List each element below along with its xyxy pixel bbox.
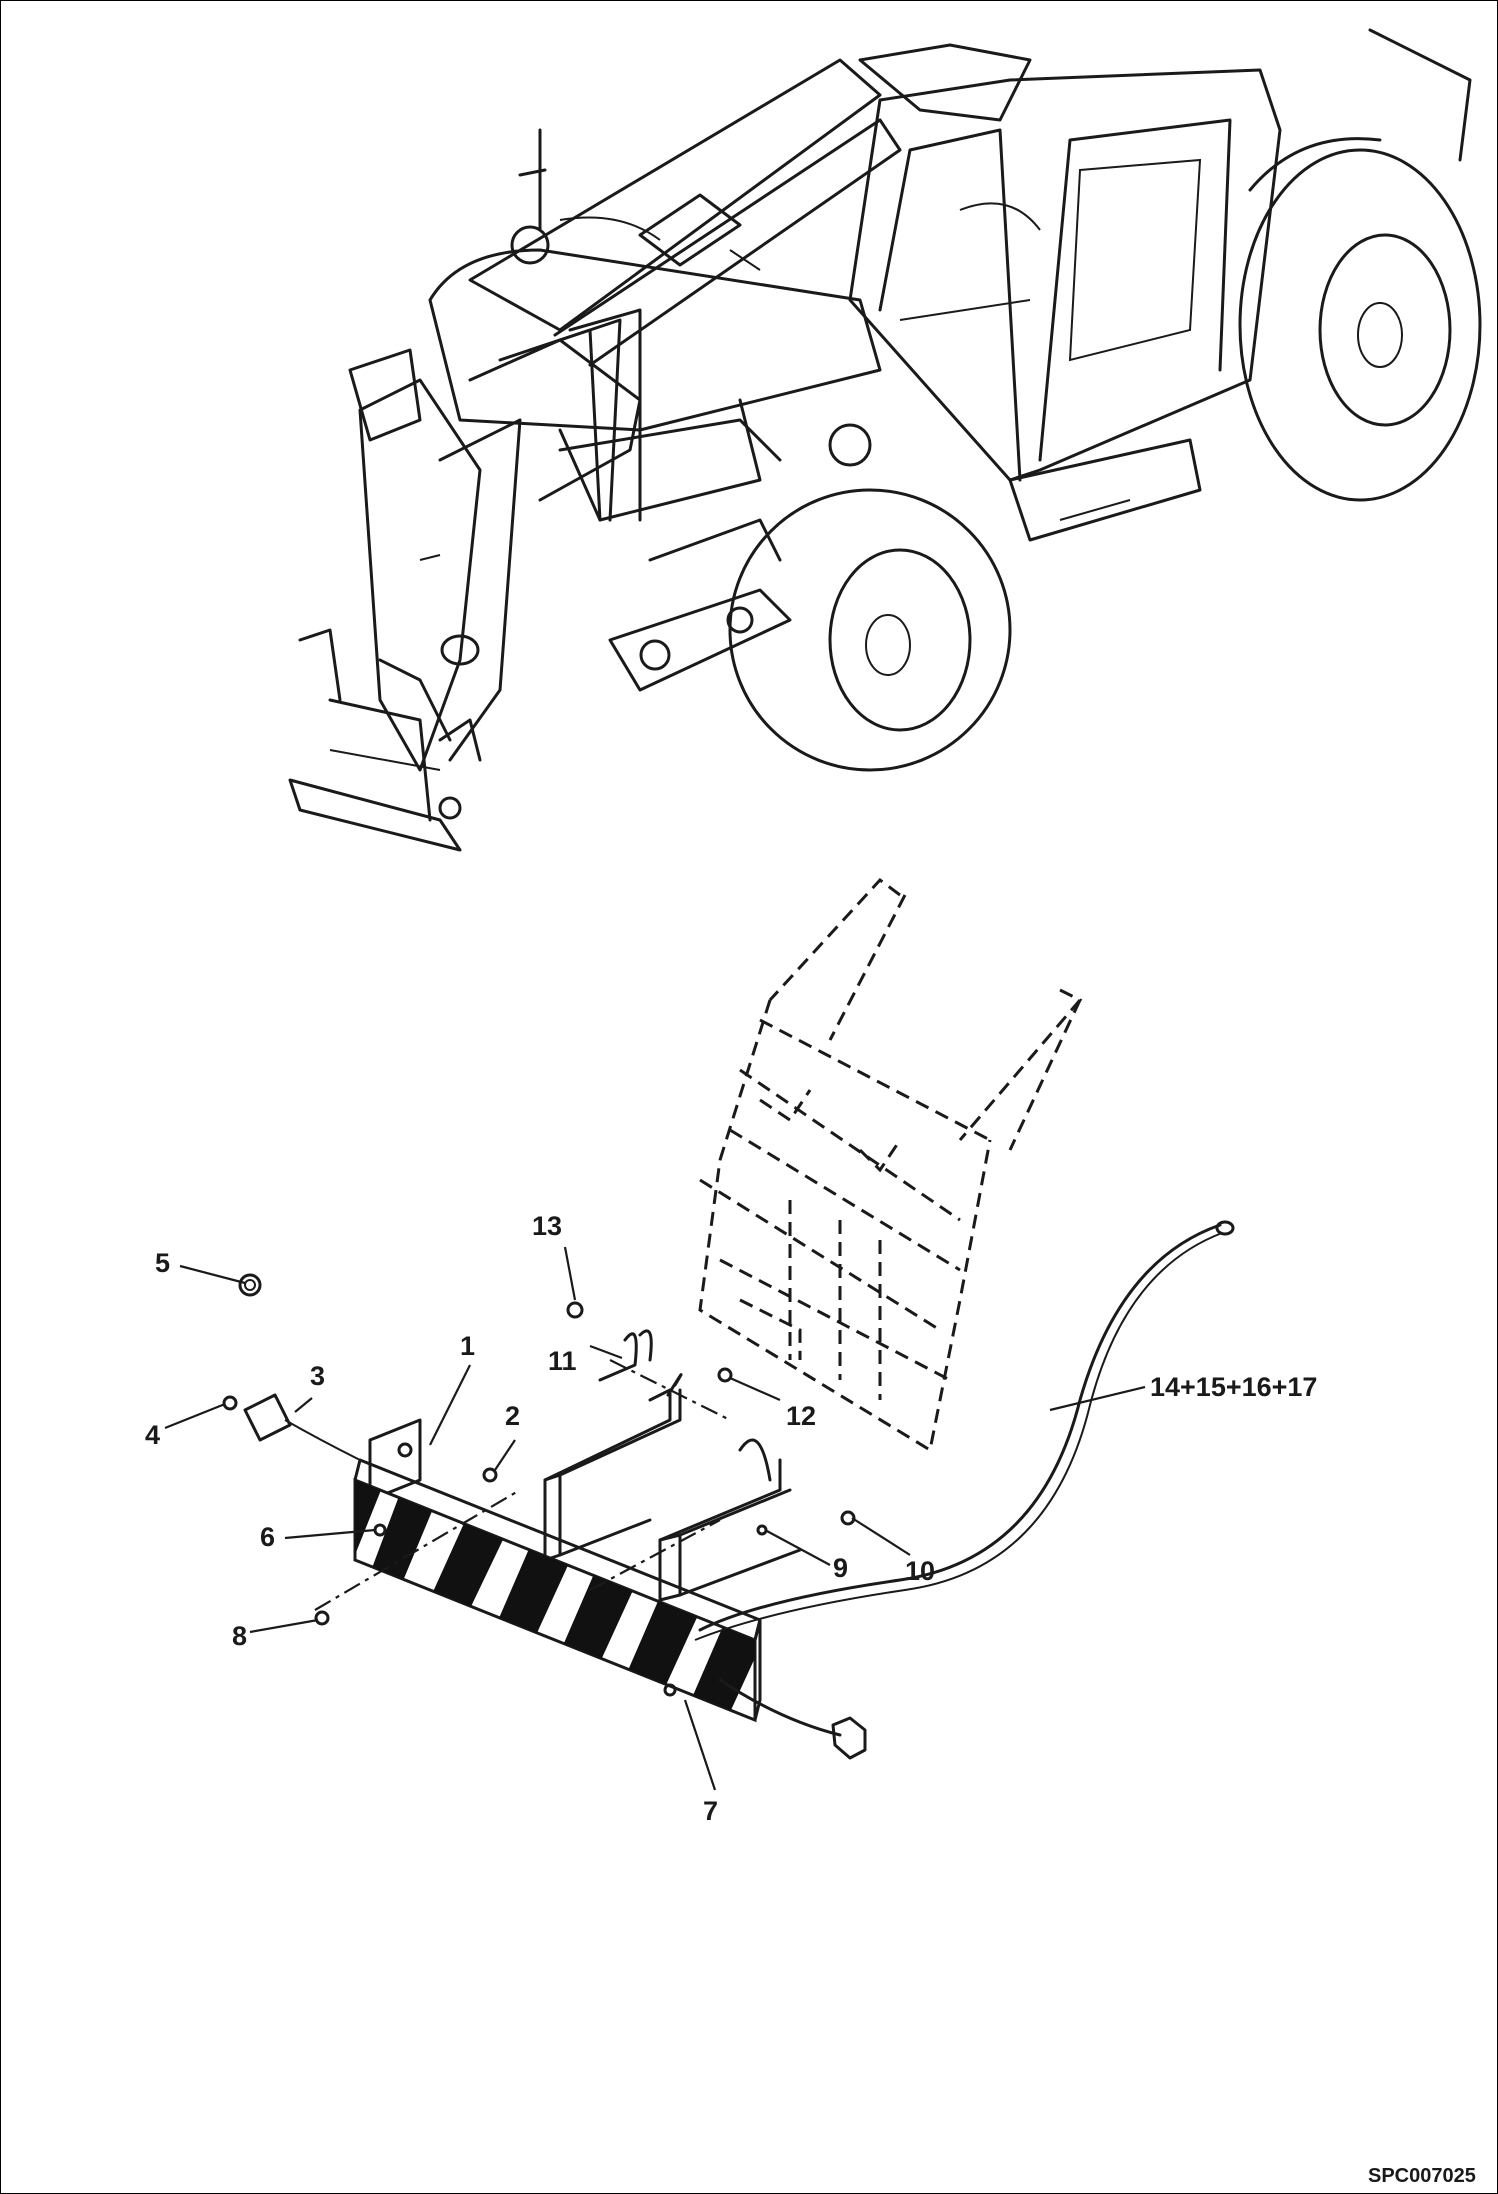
plate-1-mount — [368, 1418, 422, 1502]
connector-5 — [238, 1273, 262, 1297]
wiring-harness-14-17 — [694, 1220, 1235, 1760]
callout-13: 13 — [532, 1211, 562, 1241]
bracket-9-left — [543, 1373, 683, 1562]
warning-bumper-plate-6-7 — [353, 1458, 762, 1723]
bracket-11 — [598, 1329, 653, 1382]
telehandler-illustration — [288, 28, 1482, 852]
callout-11: 11 — [548, 1346, 577, 1376]
drawing-reference-code: SPC007025 — [1368, 2165, 1476, 2187]
callout-12: 12 — [786, 1401, 816, 1431]
callout-9: 9 — [833, 1553, 848, 1583]
dashed-fork-carriage — [698, 877, 1083, 1453]
callout-2: 2 — [505, 1401, 520, 1431]
callout-6: 6 — [260, 1522, 275, 1552]
dash-dot-alignment-lines — [314, 1359, 731, 1611]
callout-8: 8 — [232, 1621, 247, 1651]
leader-lines — [164, 1246, 1146, 1791]
callout-1: 1 — [460, 1331, 475, 1361]
callout-7: 7 — [703, 1796, 718, 1826]
light-3 — [243, 1393, 361, 1461]
callout-4: 4 — [145, 1420, 160, 1450]
callout-10: 10 — [905, 1556, 935, 1586]
callout-3: 3 — [310, 1361, 325, 1391]
callout-5: 5 — [155, 1248, 170, 1278]
bracket-9-right — [658, 1438, 802, 1602]
callouts: 1 2 3 4 5 6 7 8 9 10 11 12 13 14+15+16+1… — [145, 1211, 1317, 1826]
callout-14-17: 14+15+16+17 — [1150, 1372, 1317, 1402]
